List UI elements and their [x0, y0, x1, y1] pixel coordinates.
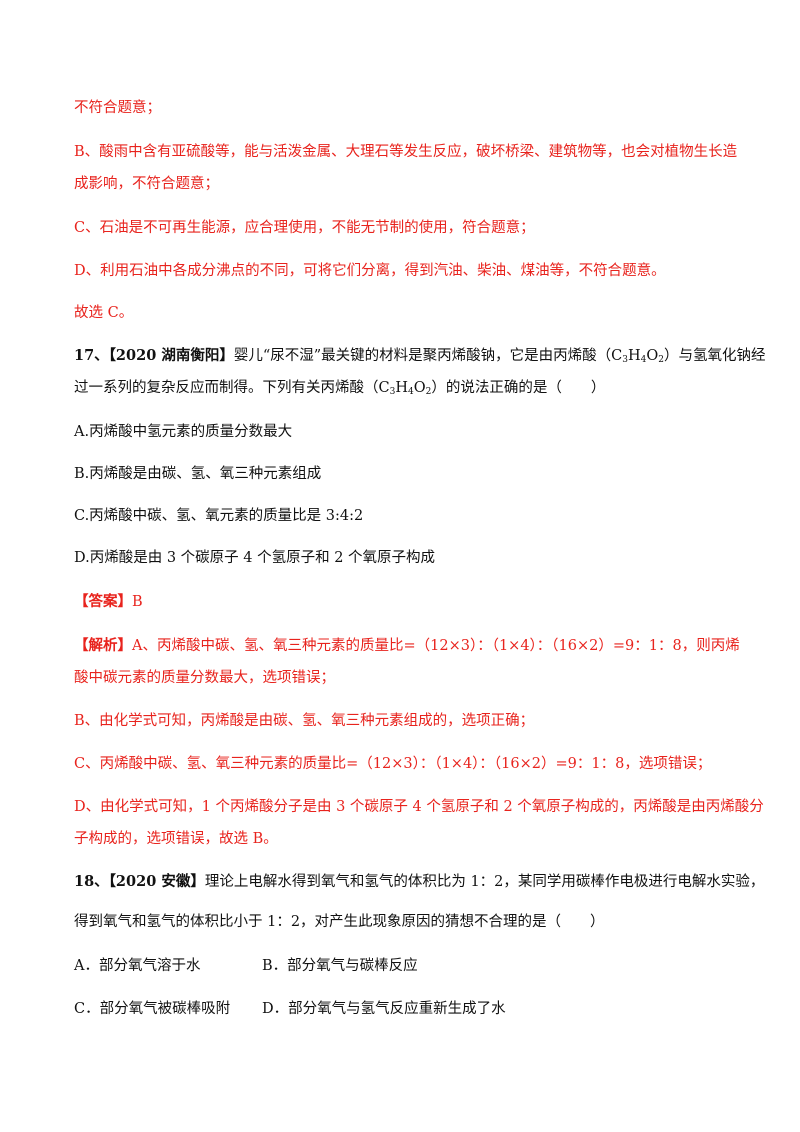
q17-analysis-a2: 酸中碳元素的质量分数最大，选项错误； — [74, 670, 335, 686]
q18-source: 【2020 安徽】 — [108, 873, 205, 890]
q18-stem-line1: 18、【2020 安徽】理论上电解水得到氧气和氢气的体积比为 1：2，某同学用碳… — [74, 873, 765, 890]
q17-analysis-c: C、丙烯酸中碳、氢、氧三种元素的质量比=（12×3）：（1×4）：（16×2）=… — [74, 756, 712, 772]
q17-option-c: C.丙烯酸中碳、氢、氧元素的质量比是 3:4:2 — [74, 508, 364, 524]
analysis-line-d: D、利用石油中各成分沸点的不同，可将它们分离，得到汽油、柴油、煤油等，不符合题意… — [74, 263, 666, 279]
q17-number: 17、 — [74, 347, 109, 364]
q18-option-c: C．部分氧气被碳棒吸附 — [74, 1001, 231, 1017]
analysis-line-b2: 成影响，不符合题意； — [74, 176, 219, 192]
q17-analysis-label: 【解析】 — [74, 637, 132, 654]
q17-analysis-d2: 子构成的，选项错误，故选 B。 — [74, 831, 278, 847]
analysis-line-c: C、石油是不可再生能源，应合理使用，不能无节制的使用，符合题意； — [74, 220, 535, 236]
q17-option-a: A.丙烯酸中氢元素的质量分数最大 — [74, 424, 293, 440]
q18-number: 18、 — [74, 873, 109, 890]
q18-option-b: B．部分氧气与碳棒反应 — [262, 958, 418, 974]
q17-stem-line2: 过一系列的复杂反应而制得。下列有关丙烯酸（C3H4O2）的说法正确的是（ ） — [74, 380, 606, 397]
q18-stem-line2: 得到氧气和氢气的体积比小于 1：2，对产生此现象原因的猜想不合理的是（ ） — [74, 914, 605, 930]
q17-answer: 【答案】B — [74, 592, 740, 612]
analysis-line-b1: B、酸雨中含有亚硫酸等，能与活泼金属、大理石等发生反应，破坏桥梁、建筑物等，也会… — [74, 144, 738, 160]
q17-analysis-d1: D、由化学式可知，1 个丙烯酸分子是由 3 个碳原子 4 个氢原子和 2 个氧原… — [74, 799, 764, 815]
q17-option-d: D.丙烯酸是由 3 个碳原子 4 个氢原子和 2 个氧原子构成 — [74, 550, 436, 566]
q17-stem-line1: 17、【2020 湖南衡阳】婴儿“尿不湿”最关键的材料是聚丙烯酸钠，它是由丙烯酸… — [74, 347, 766, 365]
q17-answer-value: B — [132, 594, 143, 610]
q17-analysis-b: B、由化学式可知，丙烯酸是由碳、氢、氧三种元素组成的，选项正确； — [74, 713, 535, 729]
q17-option-b: B.丙烯酸是由碳、氢、氧三种元素组成 — [74, 466, 322, 482]
q18-option-d: D．部分氧气与氢气反应重新生成了水 — [262, 1001, 506, 1017]
analysis-conclusion: 故选 C。 — [74, 305, 134, 321]
analysis-line-a-tail: 不符合题意； — [74, 100, 161, 116]
q17-analysis-a1: 【解析】A、丙烯酸中碳、氢、氧三种元素的质量比=（12×3）：（1×4）：（16… — [74, 637, 740, 654]
q18-option-a: A．部分氧气溶于水 — [74, 958, 201, 974]
q17-answer-label: 【答案】 — [74, 593, 132, 610]
q17-source: 【2020 湖南衡阳】 — [108, 347, 234, 364]
